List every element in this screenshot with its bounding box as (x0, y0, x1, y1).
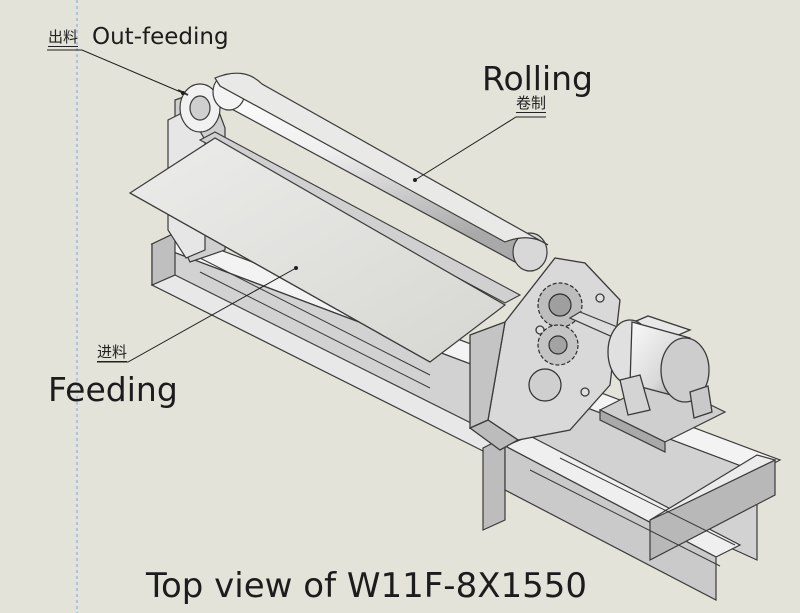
base-frame (150, 232, 782, 601)
motor (607, 315, 713, 419)
rolled-sheet (214, 72, 549, 246)
gears (528, 282, 583, 402)
feeding-chinese-label: 进料 (97, 343, 128, 362)
rolling-label: Rolling (482, 59, 594, 98)
out-feeding-chinese-label: 出料 (48, 28, 79, 47)
out-feeding-label: Out-feeding (92, 24, 229, 50)
feeding-label: Feeding (48, 370, 178, 409)
leader-lines (47, 49, 546, 363)
diagram-caption: Top view of W11F-8X1550 (146, 566, 588, 606)
rolling-chinese-label: 卷制 (516, 94, 547, 113)
